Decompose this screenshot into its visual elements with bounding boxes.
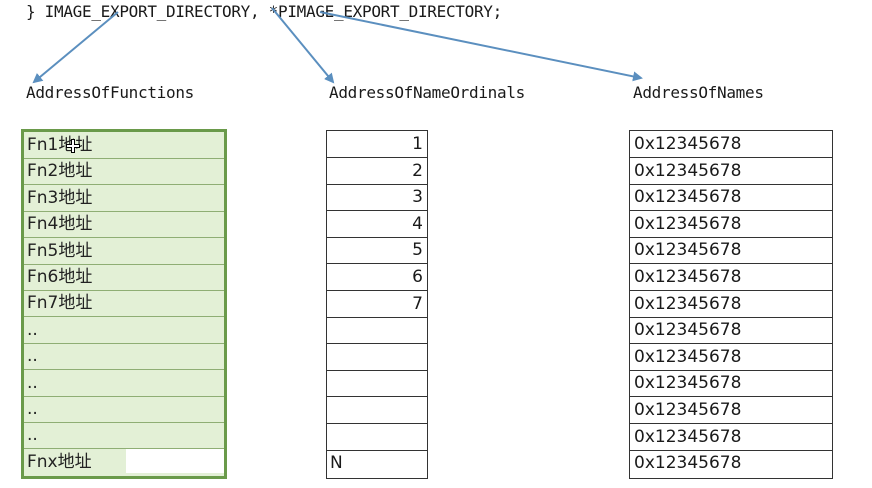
ordinal-cell: 3 <box>327 184 427 212</box>
name-address-cell: 0x12345678 <box>630 370 832 398</box>
address-of-name-ordinals-label: AddressOfNameOrdinals <box>329 83 525 102</box>
name-address-cell: 0x12345678 <box>630 317 832 345</box>
ordinal-cell: 7 <box>327 291 427 318</box>
mouse-cursor-icon <box>66 139 80 153</box>
function-address-cell: Fn3地址 <box>24 185 224 212</box>
ordinal-cell: 1 <box>327 131 427 158</box>
address-of-names-label: AddressOfNames <box>633 83 764 102</box>
arrow-to-names <box>319 11 643 82</box>
function-address-cell: Fn6地址 <box>24 264 224 291</box>
function-address-cell: Fn5地址 <box>24 238 224 265</box>
name-address-cell: 0x12345678 <box>630 158 832 185</box>
arrow-to-functions <box>32 11 119 84</box>
ordinal-cell <box>327 424 427 451</box>
function-address-cell: Fn1地址 <box>24 132 224 159</box>
function-address-cell: Fnx地址 <box>27 451 92 472</box>
function-address-cell: .. <box>24 396 224 423</box>
name-address-cell: 0x12345678 <box>634 453 742 474</box>
ordinal-cell <box>327 344 427 371</box>
function-address-cell: Fn7地址 <box>24 290 224 318</box>
name-address-cell: 0x12345678 <box>630 397 832 424</box>
name-address-cell: 0x12345678 <box>630 237 832 265</box>
function-address-cell: .. <box>24 343 224 371</box>
function-address-cell: Fn2地址 <box>24 158 224 186</box>
function-address-cell: Fn4地址 <box>24 211 224 239</box>
ordinal-cell <box>327 397 427 424</box>
ordinal-cell <box>327 317 427 345</box>
ordinal-cell <box>327 370 427 398</box>
address-of-functions-label: AddressOfFunctions <box>26 83 194 102</box>
name-address-cell: 0x12345678 <box>630 211 832 238</box>
ordinal-cell: 2 <box>327 158 427 185</box>
name-address-cell: 0x12345678 <box>630 291 832 318</box>
name-address-cell: 0x12345678 <box>630 184 832 212</box>
function-address-cell: .. <box>24 317 224 344</box>
name-address-cell: 0x12345678 <box>630 264 832 291</box>
empty-cell-fill <box>126 448 224 473</box>
function-address-cell: .. <box>24 422 224 450</box>
ordinal-cell: 4 <box>327 211 427 238</box>
name-address-cell: 0x12345678 <box>630 424 832 451</box>
function-address-cell: .. <box>24 370 224 397</box>
name-address-cell: 0x12345678 <box>630 131 832 158</box>
struct-declaration-line: } IMAGE_EXPORT_DIRECTORY, *PIMAGE_EXPORT… <box>26 2 502 21</box>
ordinal-cell: N <box>330 453 343 474</box>
ordinal-cell: 6 <box>327 264 427 291</box>
name-address-cell: 0x12345678 <box>630 344 832 371</box>
ordinal-cell: 5 <box>327 237 427 265</box>
